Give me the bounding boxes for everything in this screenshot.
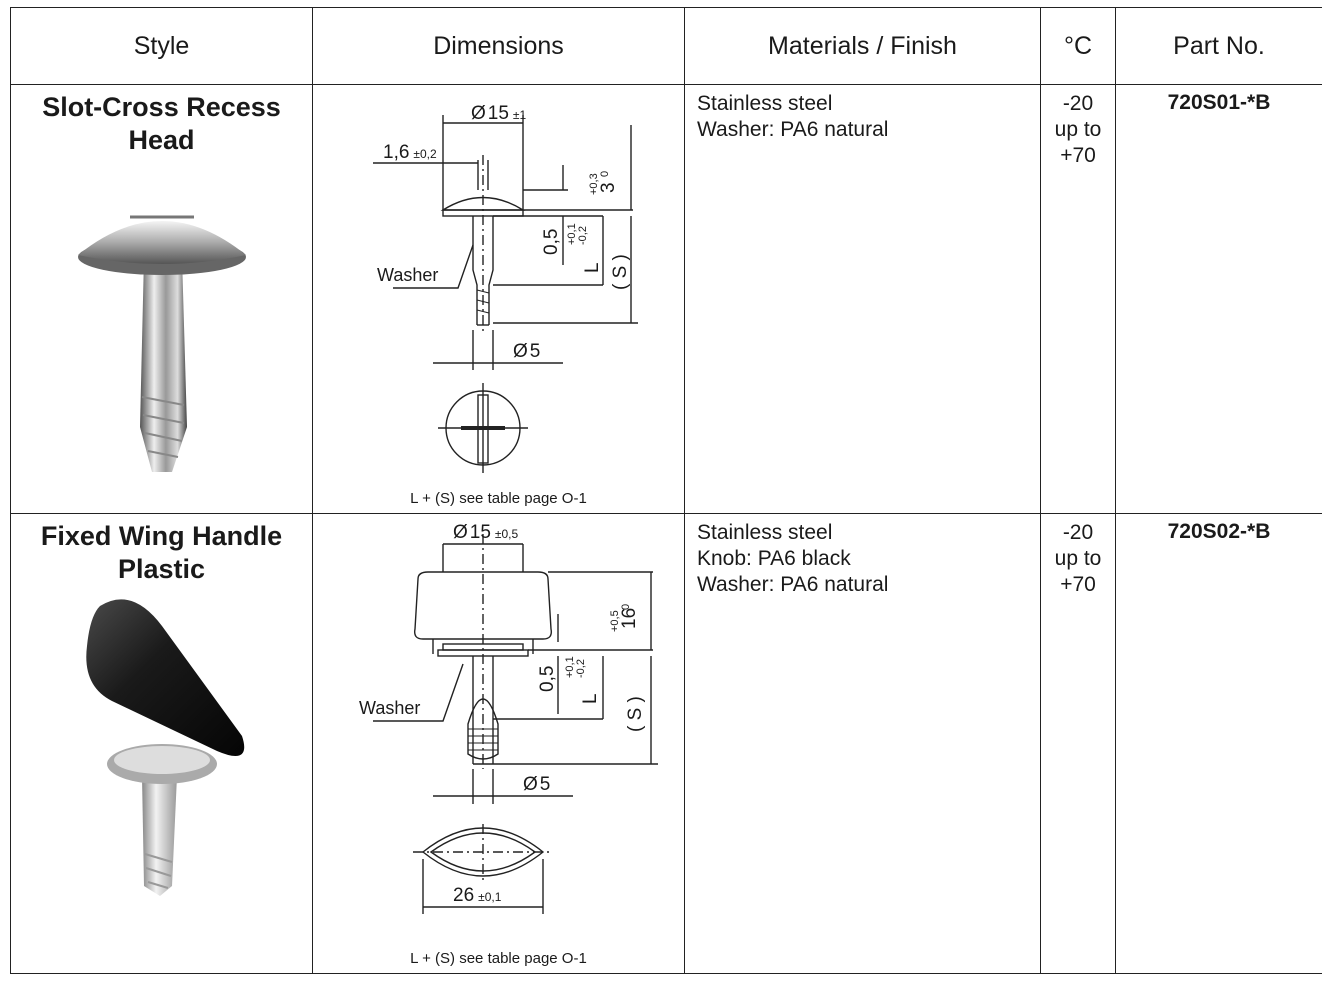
svg-text:L: L <box>580 693 601 704</box>
svg-text:Ø5: Ø5 <box>513 341 540 362</box>
svg-text:( S ): ( S ) <box>625 696 646 732</box>
part-number-cell: 720S01-*B <box>1115 84 1322 514</box>
materials-cell: Stainless steel Knob: PA6 black Washer: … <box>684 513 1041 974</box>
svg-text:0: 0 <box>620 604 632 610</box>
svg-text:1,6±0,2: 1,6±0,2 <box>383 142 437 163</box>
header-materials: Materials / Finish <box>684 7 1041 85</box>
table-row: Fixed Wing Handle Plastic <box>10 513 1322 974</box>
svg-text:0,5: 0,5 <box>541 229 562 255</box>
svg-text:-0,2: -0,2 <box>575 659 587 678</box>
material-line: Washer: PA6 natural <box>697 118 889 141</box>
style-title: Slot-Cross Recess Head <box>42 92 281 155</box>
materials-cell: Stainless steel Washer: PA6 natural <box>684 84 1041 514</box>
temperature-cell: -20 up to +70 <box>1040 513 1116 974</box>
product-photo-slot-cross-head <box>77 215 246 472</box>
product-table: Style Dimensions Materials / Finish °C P… <box>10 7 1322 974</box>
svg-text:+0,1: +0,1 <box>566 223 578 245</box>
svg-text:0,5: 0,5 <box>537 666 558 692</box>
header-row: Style Dimensions Materials / Finish °C P… <box>10 7 1322 85</box>
header-style: Style <box>10 7 313 85</box>
svg-text:3: 3 <box>598 182 619 193</box>
header-dimensions: Dimensions <box>312 7 685 85</box>
part-number-cell: 720S02-*B <box>1115 513 1322 974</box>
material-line: Knob: PA6 black <box>697 547 851 570</box>
svg-text:+0,1: +0,1 <box>564 656 576 678</box>
material-line: Washer: PA6 natural <box>697 573 889 596</box>
svg-text:+0,3: +0,3 <box>588 173 600 195</box>
svg-text:0: 0 <box>599 171 611 177</box>
svg-text:+0,5: +0,5 <box>609 610 621 632</box>
material-line: Stainless steel <box>697 521 833 544</box>
style-cell: Slot-Cross Recess Head <box>10 84 313 514</box>
style-title: Fixed Wing Handle Plastic <box>40 521 283 584</box>
temperature-cell: -20 up to +70 <box>1040 84 1116 514</box>
product-photo-fixed-wing-handle <box>85 599 244 896</box>
dimension-note: L + (S) see table page O-1 <box>410 490 587 507</box>
header-temp: °C <box>1040 7 1116 85</box>
dimension-note: L + (S) see table page O-1 <box>410 950 587 967</box>
material-line: Stainless steel <box>697 92 833 115</box>
svg-text:Ø15±1: Ø15±1 <box>471 103 527 124</box>
svg-text:16: 16 <box>619 608 640 629</box>
svg-text:L: L <box>582 262 603 273</box>
style-cell: Fixed Wing Handle Plastic <box>10 513 313 974</box>
header-part-no: Part No. <box>1115 7 1322 85</box>
svg-text:Ø5: Ø5 <box>523 774 550 795</box>
svg-text:-0,2: -0,2 <box>577 226 589 245</box>
svg-text:Washer: Washer <box>377 265 438 285</box>
svg-text:Washer: Washer <box>359 698 420 718</box>
svg-text:26±0,1: 26±0,1 <box>453 885 502 906</box>
svg-text:( S ): ( S ) <box>610 254 631 290</box>
svg-text:Ø15±0,5: Ø15±0,5 <box>453 522 519 543</box>
table-row: Slot-Cross Recess Head <box>10 84 1322 514</box>
